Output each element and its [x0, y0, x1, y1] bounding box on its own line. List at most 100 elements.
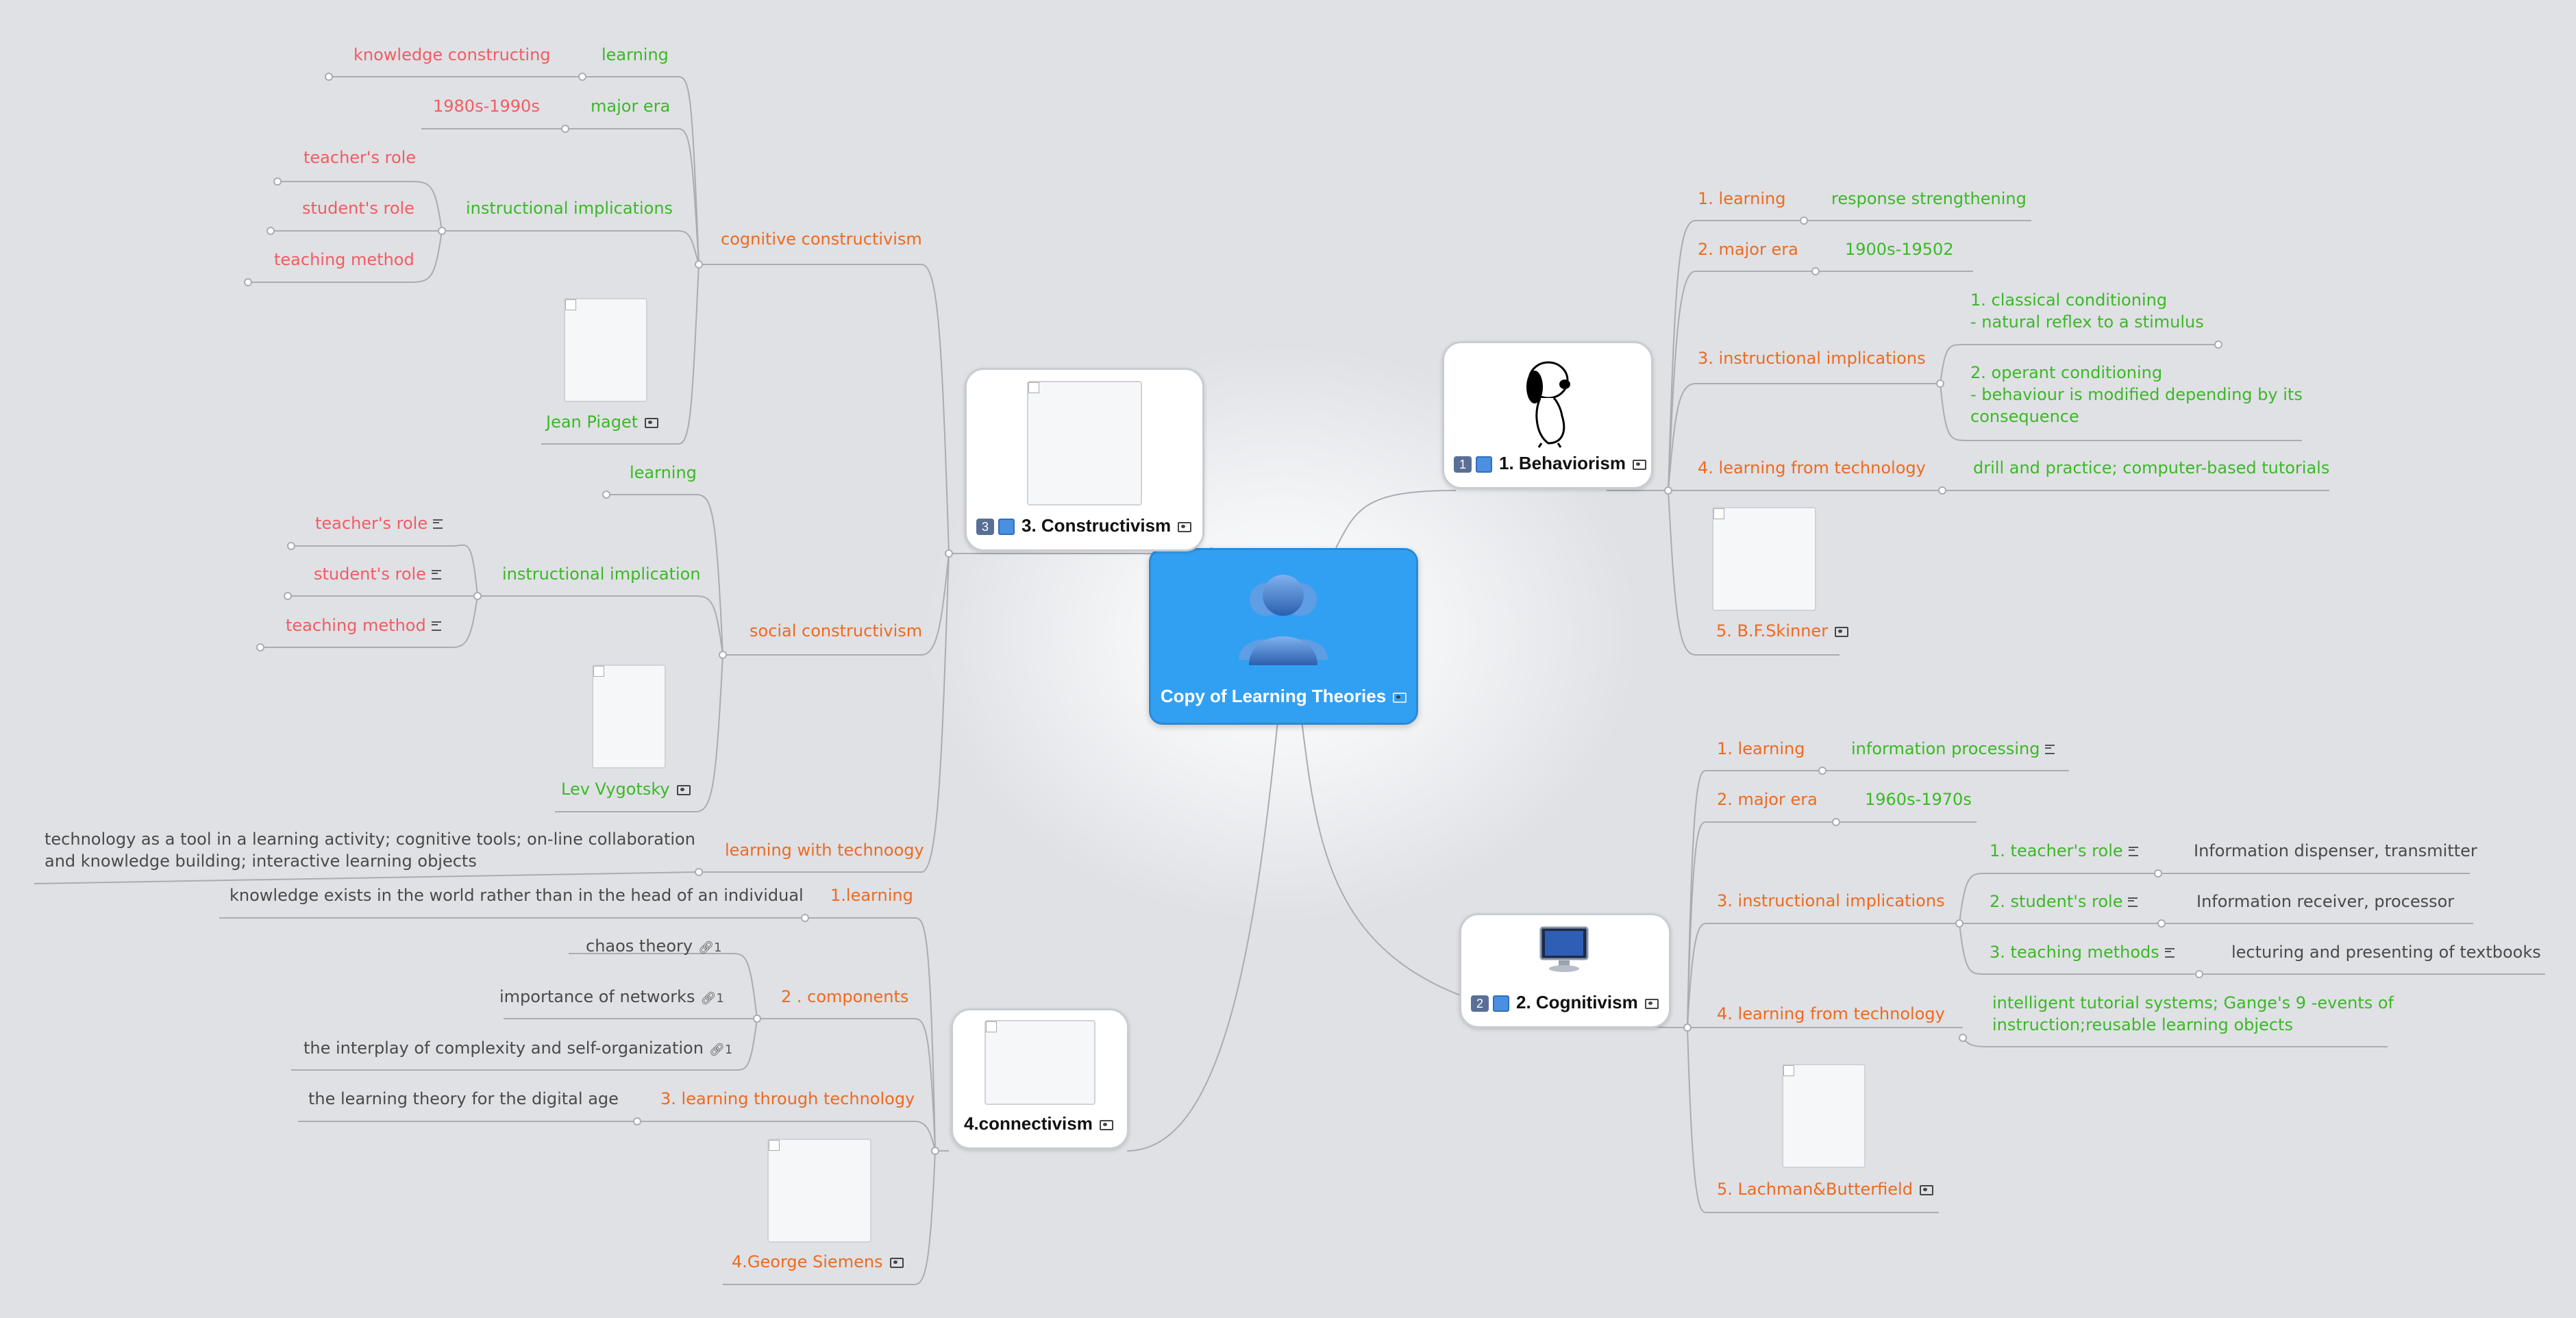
cognitivism-student-value[interactable]: Information receiver, processor	[2196, 892, 2455, 911]
connectivism-learning[interactable]: 1.learning	[830, 886, 913, 905]
lachman-image-placeholder	[1782, 1064, 1866, 1168]
constructivism-tech-value-2[interactable]: and knowledge building; interactive lear…	[45, 851, 477, 871]
cog-impl[interactable]: instructional implications	[466, 199, 673, 218]
soc-method[interactable]: teaching method	[286, 614, 441, 636]
cog-teacher[interactable]: teacher's role	[304, 148, 417, 167]
skinner-image-placeholder	[1712, 507, 1816, 611]
connectivism-image-placeholder	[984, 1020, 1095, 1105]
task-checkbox-icon[interactable]	[998, 519, 1015, 536]
image-icon	[1632, 459, 1646, 470]
image-icon	[645, 417, 659, 428]
cognitivism-implications[interactable]: 3. instructional implications	[1717, 891, 1945, 910]
behaviorism-impl-1b[interactable]: - natural reflex to a stimulus	[1970, 312, 2204, 332]
behaviorism-impl-1a[interactable]: 1. classical conditioning	[1970, 290, 2168, 310]
connectivism-tech[interactable]: 3. learning through technology	[660, 1089, 915, 1108]
cognitivism-person[interactable]: 5. Lachman&Butterfield	[1717, 1178, 1933, 1200]
task-checkbox-icon[interactable]	[1493, 995, 1509, 1012]
cog-era-value[interactable]: 1980s-1990s	[433, 97, 540, 116]
cog-era[interactable]: major era	[591, 97, 671, 116]
component-complexity[interactable]: the interplay of complexity and self-org…	[304, 1037, 732, 1061]
users-icon	[1239, 575, 1328, 665]
note-icon	[2164, 948, 2175, 958]
link-icon[interactable]: 🔗︎1	[700, 991, 724, 1006]
behaviorism-learning[interactable]: 1. learning	[1698, 189, 1786, 208]
image-icon	[1919, 1184, 1933, 1195]
connectivism-components[interactable]: 2 . components	[781, 987, 909, 1006]
note-icon	[2045, 745, 2055, 754]
task-checkbox-icon[interactable]	[1476, 456, 1492, 473]
priority-badge: 3	[976, 519, 994, 536]
siemens-image-placeholder	[767, 1139, 871, 1243]
component-chaos-theory[interactable]: chaos theory🔗︎1	[586, 935, 721, 959]
computer-monitor-image	[1539, 926, 1589, 972]
link-icon[interactable]: 🔗︎1	[708, 1043, 733, 1057]
connectivism-topic[interactable]: 4.connectivism	[951, 1008, 1129, 1149]
image-icon	[1835, 626, 1849, 637]
behaviorism-learning-value[interactable]: response strengthening	[1831, 189, 2027, 208]
behaviorism-person[interactable]: 5. B.F.Skinner	[1716, 620, 1849, 642]
component-networks[interactable]: importance of networks🔗︎1	[499, 986, 724, 1010]
cog-learning-value[interactable]: knowledge constructing	[354, 45, 551, 64]
link-icon[interactable]: 🔗︎1	[698, 941, 722, 955]
cognitivism-teacher-value[interactable]: Information dispenser, transmitter	[2194, 841, 2477, 860]
priority-badge: 1	[1454, 456, 1472, 473]
cognitivism-tech-value-1[interactable]: intelligent tutorial systems; Gange's 9 …	[1992, 993, 2394, 1012]
central-title: Copy of Learning Theories	[1151, 686, 1416, 707]
soc-student[interactable]: student's role	[314, 563, 441, 585]
constructivism-image-placeholder	[1027, 381, 1142, 506]
cognitivism-method[interactable]: 3. teaching methods	[1990, 941, 2175, 963]
vygotsky-image-placeholder	[592, 664, 666, 769]
priority-badge: 2	[1471, 995, 1489, 1012]
behaviorism-implications[interactable]: 3. instructional implications	[1698, 349, 1926, 368]
cognitivism-tech[interactable]: 4. learning from technology	[1717, 1004, 1945, 1023]
cognitive-constructivism[interactable]: cognitive constructivism	[721, 229, 922, 249]
cognitivism-era-value[interactable]: 1960s-1970s	[1865, 790, 1972, 809]
soc-person[interactable]: Lev Vygotsky	[561, 778, 691, 800]
behaviorism-tech[interactable]: 4. learning from technology	[1698, 458, 1926, 477]
cog-student[interactable]: student's role	[302, 199, 414, 218]
connectivism-person[interactable]: 4.George Siemens	[732, 1251, 904, 1273]
cognitivism-learning-value[interactable]: information processing	[1851, 738, 2055, 760]
snoopy-image	[1526, 361, 1570, 448]
image-icon	[1393, 692, 1407, 703]
central-topic[interactable]: Copy of Learning Theories	[1149, 548, 1418, 725]
cog-method[interactable]: teaching method	[274, 250, 414, 269]
connectivism-title: 4.connectivism	[964, 1113, 1113, 1134]
note-icon	[431, 621, 441, 631]
note-icon	[433, 519, 443, 529]
social-constructivism[interactable]: social constructivism	[750, 621, 923, 641]
behaviorism-impl-2b[interactable]: - behaviour is modified depending by its	[1970, 385, 2303, 404]
cog-person[interactable]: Jean Piaget	[546, 411, 659, 433]
soc-teacher[interactable]: teacher's role	[315, 512, 443, 534]
behaviorism-tech-value[interactable]: drill and practice; computer-based tutor…	[1973, 458, 2330, 477]
cognitivism-teacher[interactable]: 1. teacher's role	[1990, 840, 2138, 862]
note-icon	[2128, 847, 2138, 856]
cognitivism-learning[interactable]: 1. learning	[1717, 739, 1805, 758]
connectivism-tech-value[interactable]: the learning theory for the digital age	[308, 1089, 619, 1108]
soc-learning[interactable]: learning	[630, 463, 697, 482]
behaviorism-era[interactable]: 2. major era	[1698, 240, 1798, 259]
behaviorism-impl-2a[interactable]: 2. operant conditioning	[1970, 363, 2163, 382]
note-icon	[431, 570, 441, 580]
soc-impl[interactable]: instructional implication	[502, 564, 701, 584]
cognitivism-method-value[interactable]: lecturing and presenting of textbooks	[2231, 943, 2541, 962]
behaviorism-impl-2c[interactable]: consequence	[1970, 407, 2079, 426]
constructivism-tech[interactable]: learning with technoogy	[725, 841, 924, 860]
cognitivism-era[interactable]: 2. major era	[1717, 790, 1818, 809]
connectivism-learning-value[interactable]: knowledge exists in the world rather tha…	[230, 886, 804, 905]
cog-learning[interactable]: learning	[602, 45, 669, 64]
piaget-image-placeholder	[564, 298, 647, 402]
cognitivism-tech-value-2[interactable]: instruction;reusable learning objects	[1992, 1015, 2293, 1034]
image-icon	[1099, 1119, 1113, 1130]
cognitivism-student[interactable]: 2. student's role	[1990, 891, 2138, 912]
constructivism-tech-value-1[interactable]: technology as a tool in a learning activ…	[45, 830, 695, 849]
image-icon	[1644, 998, 1659, 1009]
behaviorism-era-value[interactable]: 1900s-19502	[1845, 240, 1954, 259]
